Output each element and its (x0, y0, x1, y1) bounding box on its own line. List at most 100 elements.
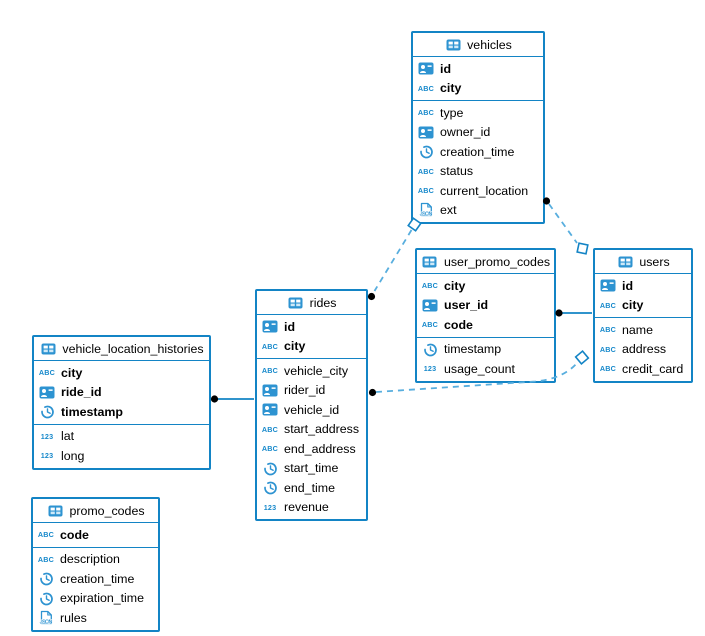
abc-text-type-icon: ABC (417, 186, 435, 196)
abc-text-type-icon: ABC (261, 341, 279, 351)
relationship-vehicles-users[interactable] (542, 197, 589, 255)
relationship-rides-vehicles[interactable] (367, 217, 422, 301)
column-user_id[interactable]: user_id (417, 296, 554, 316)
column-city[interactable]: ABC city (34, 363, 209, 383)
column-end_time[interactable]: end_time (257, 478, 366, 498)
column-id[interactable]: id (257, 317, 366, 337)
table-header[interactable]: users (595, 250, 691, 274)
table-grid-icon (618, 256, 633, 267)
column-name: city (61, 365, 83, 380)
column-name: city (622, 298, 644, 313)
table-grid-icon (41, 343, 56, 354)
column-city[interactable]: ABC city (595, 296, 691, 316)
column-name: id (284, 319, 296, 334)
column-owner_id[interactable]: owner_id (413, 123, 543, 143)
column-ride_id[interactable]: ride_id (34, 383, 209, 403)
diamond-endpoint-icon (574, 350, 590, 365)
id-person-type-icon (599, 279, 617, 292)
column-creation_time[interactable]: creation_time (413, 142, 543, 162)
column-timestamp[interactable]: timestamp (417, 340, 554, 360)
table-grid-icon (446, 39, 461, 50)
column-ext[interactable]: JSON ext (413, 201, 543, 221)
id-person-type-icon (421, 299, 439, 312)
svg-text:JSON: JSON (420, 212, 433, 218)
table-icon (287, 297, 305, 309)
column-vehicle_id[interactable]: vehicle_id (257, 400, 366, 420)
column-timestamp[interactable]: timestamp (34, 402, 209, 422)
table-title: vehicle_location_histories (62, 341, 204, 356)
column-id[interactable]: id (595, 276, 691, 296)
abc-text-type-icon: ABC (38, 368, 56, 378)
numeric-type-icon: 123 (40, 431, 54, 441)
relationship-vehicle-location-histories-rides[interactable] (210, 395, 254, 403)
table-header[interactable]: promo_codes (33, 499, 158, 523)
abc-text-type-icon: ABC (417, 108, 435, 118)
json-type-icon: JSON (37, 610, 55, 626)
id-person-type-icon (261, 320, 279, 333)
abc-text-type-icon: ABC (261, 424, 279, 434)
relationship-line[interactable] (548, 203, 578, 244)
column-name: creation_time (60, 571, 135, 586)
column-rules[interactable]: JSON rules (33, 608, 158, 628)
column-name: id (440, 61, 452, 76)
column-creation_time[interactable]: creation_time (33, 569, 158, 589)
relationship-line[interactable] (375, 362, 578, 393)
relationship-user-promo-codes-users[interactable] (555, 309, 592, 317)
column-name: name (622, 322, 653, 337)
table-header[interactable]: vehicle_location_histories (34, 337, 209, 361)
table-vehicle-location-histories[interactable]: vehicle_location_histories ABC city ride_… (32, 335, 211, 470)
id-person-type-icon (38, 386, 56, 399)
column-name: vehicle_city (284, 363, 349, 378)
column-id[interactable]: id (413, 59, 543, 79)
column-name: id (622, 278, 634, 293)
column-name: revenue (284, 500, 329, 515)
abc-text-type-icon: ABC (421, 320, 439, 330)
column-rider_id[interactable]: rider_id (257, 381, 366, 401)
table-header[interactable]: user_promo_codes (417, 250, 554, 274)
column-name: ride_id (61, 385, 102, 400)
abc-text-type-icon: ABC (417, 166, 435, 176)
column-name: current_location (440, 183, 529, 198)
table-grid-icon (288, 297, 303, 308)
table-header[interactable]: vehicles (413, 33, 543, 57)
table-header[interactable]: rides (257, 291, 366, 315)
table-icon (616, 256, 634, 268)
json-type-icon: JSON (417, 202, 435, 218)
table-icon (421, 256, 439, 268)
column-expiration_time[interactable]: expiration_time (33, 589, 158, 609)
abc-text-type-icon: ABC (599, 300, 617, 310)
column-name: user_id (444, 298, 489, 313)
column-name: timestamp (61, 404, 123, 419)
relationship-line[interactable] (373, 229, 413, 292)
timestamp-clock-type-icon (261, 461, 279, 476)
column-current_location[interactable]: ABC current_location (413, 181, 543, 201)
column-start_time[interactable]: start_time (257, 459, 366, 479)
id-person-type-icon (261, 403, 279, 416)
